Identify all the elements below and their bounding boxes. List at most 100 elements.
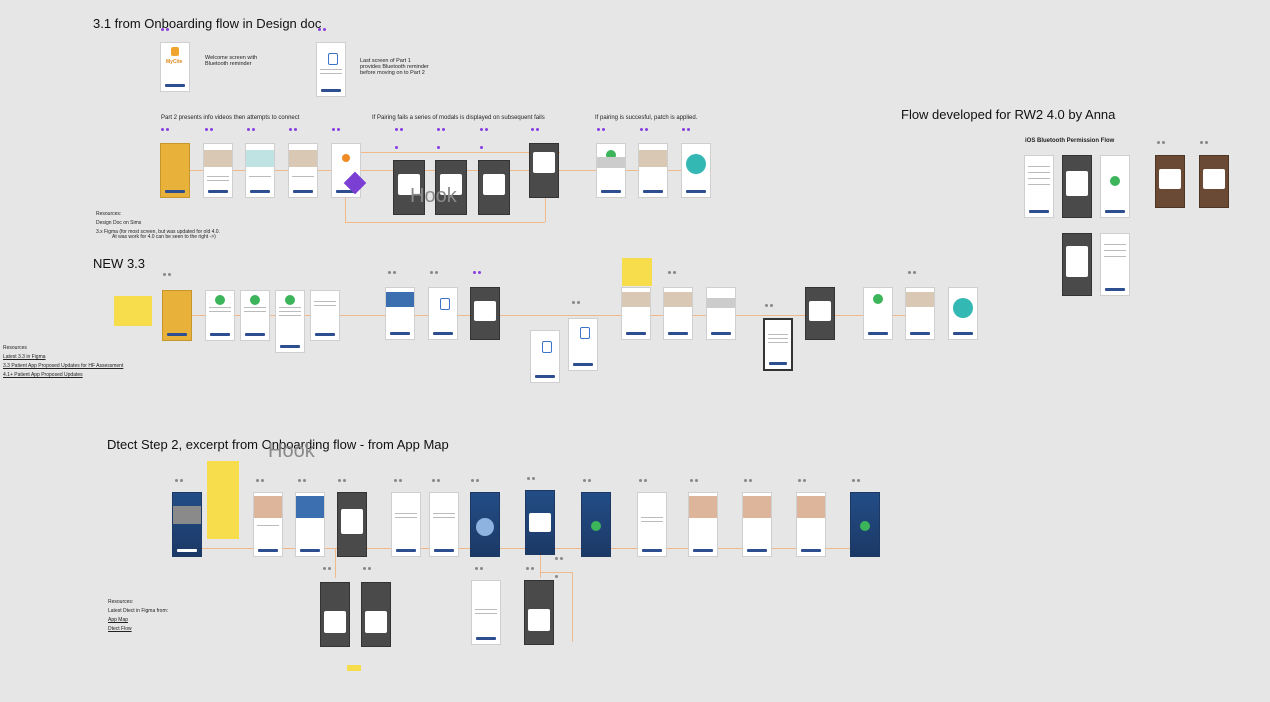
new33-permission-modal[interactable] — [470, 287, 500, 340]
frame-menu-dots[interactable] — [526, 567, 540, 571]
app-map-link[interactable]: App Map — [108, 617, 128, 623]
dtect-permission-modal[interactable] — [337, 492, 367, 557]
frame-menu-dots[interactable] — [744, 479, 758, 483]
frame-menu-dots[interactable] — [161, 128, 175, 132]
frame-menu-dots[interactable] — [527, 477, 541, 481]
new33-bluetooth-settings-screen[interactable] — [568, 318, 598, 371]
frame-menu-dots[interactable] — [690, 479, 704, 483]
dtect-flow-link[interactable]: Dtect Flow — [108, 626, 132, 632]
rw2-modal-brown-1[interactable] — [1155, 155, 1185, 208]
frame-menu-dots[interactable] — [205, 128, 219, 132]
new33-fail-modal[interactable] — [805, 287, 835, 340]
new33-apply-patch-screen[interactable] — [905, 287, 935, 340]
sticky-note[interactable] — [114, 296, 152, 326]
dtect-pairing-screen[interactable] — [391, 492, 421, 557]
dtect-apply-screen-3[interactable] — [742, 492, 772, 557]
sticky-note[interactable] — [622, 258, 652, 286]
figma-link[interactable]: 3.3 Patient App Proposed Updates for HF … — [3, 363, 123, 369]
frame-menu-dots[interactable] — [289, 128, 303, 132]
new33-pairing-success-screen[interactable] — [706, 287, 736, 340]
rw2-bluetooth-off-modal[interactable] — [1062, 233, 1092, 296]
new33-step-screen-3[interactable] — [275, 290, 305, 353]
dtect-connected-screen[interactable] — [581, 492, 611, 557]
dtect-searching-screen[interactable] — [525, 490, 555, 555]
dtect-apply-screen-4[interactable] — [796, 492, 826, 557]
welcome-screen-frame[interactable]: MyCite — [160, 42, 190, 92]
frame-menu-dots[interactable] — [437, 128, 451, 132]
figma-link[interactable]: 4.1+ Patient App Proposed Updates — [3, 372, 83, 378]
frame-menu-dots[interactable] — [640, 128, 654, 132]
dtect-connecting-screen[interactable] — [470, 492, 500, 557]
frame-menu-dots[interactable] — [852, 479, 866, 483]
frame-menu-dots[interactable] — [161, 28, 175, 32]
sticky-note[interactable] — [347, 665, 361, 671]
frame-menu-dots[interactable] — [395, 128, 409, 132]
apply-patch-screen-1[interactable] — [638, 143, 668, 198]
frame-menu-dots[interactable] — [1157, 141, 1171, 145]
rw2-settings-screen[interactable] — [1024, 155, 1054, 218]
frame-menu-dots[interactable] — [531, 128, 545, 132]
frame-menu-dots[interactable] — [908, 271, 922, 275]
new33-intro-screen[interactable] — [162, 290, 192, 341]
rw2-settings-list[interactable] — [1100, 233, 1130, 296]
frame-menu-dots[interactable] — [430, 271, 444, 275]
frame-menu-dots[interactable] — [394, 479, 408, 483]
rw2-modal-brown-2[interactable] — [1199, 155, 1229, 208]
frame-menu-dots[interactable] — [597, 128, 611, 132]
dtect-apply-screen-1[interactable] — [637, 492, 667, 557]
new33-final-screen[interactable] — [948, 287, 978, 340]
apply-patch-screen-2[interactable] — [681, 143, 711, 198]
frame-menu-dots[interactable] — [583, 479, 597, 483]
dtect-error-modal-2[interactable] — [361, 582, 391, 647]
new33-video-screen-2[interactable] — [621, 287, 651, 340]
new33-bluetooth-off-screen[interactable] — [530, 330, 560, 383]
dtect-error-modal-1[interactable] — [320, 582, 350, 647]
dtect-complete-screen[interactable] — [850, 492, 880, 557]
frame-menu-dots[interactable] — [175, 479, 189, 483]
dtect-intro-screen[interactable] — [172, 492, 202, 557]
frame-menu-dots[interactable] — [555, 557, 569, 561]
dtect-apply-screen-2[interactable] — [688, 492, 718, 557]
frame-menu-dots[interactable] — [247, 128, 261, 132]
dtect-fail-modal[interactable] — [524, 580, 554, 645]
frame-menu-dots[interactable] — [432, 479, 446, 483]
frame-menu-dots[interactable] — [798, 479, 812, 483]
new33-error-screen[interactable] — [763, 318, 793, 371]
new33-step-screen-4[interactable] — [310, 290, 340, 341]
pairing-fail-modal-3[interactable] — [478, 160, 510, 215]
dtect-skin-screen[interactable] — [253, 492, 283, 557]
info-video-screen-2[interactable] — [245, 143, 275, 198]
frame-menu-dots[interactable] — [471, 479, 485, 483]
frame-menu-dots[interactable] — [332, 128, 346, 132]
frame-menu-dots[interactable] — [363, 567, 377, 571]
info-video-intro-screen[interactable] — [160, 143, 190, 198]
frame-menu-dots[interactable] — [668, 271, 682, 275]
new33-success-screen[interactable] — [863, 287, 893, 340]
info-video-screen-1[interactable] — [203, 143, 233, 198]
frame-menu-dots[interactable] — [256, 479, 270, 483]
frame-menu-dots[interactable] — [318, 28, 332, 32]
pairing-success-screen[interactable] — [596, 143, 626, 198]
new33-step-screen-2[interactable] — [240, 290, 270, 341]
frame-menu-dots[interactable] — [388, 271, 402, 275]
rw2-permission-modal[interactable] — [1062, 155, 1092, 218]
frame-menu-dots[interactable] — [163, 273, 177, 277]
frame-menu-dots[interactable] — [572, 301, 586, 305]
dtect-retry-screen[interactable] — [471, 580, 501, 645]
frame-menu-dots[interactable] — [639, 479, 653, 483]
dtect-bluetooth-screen[interactable] — [295, 492, 325, 557]
frame-menu-dots[interactable] — [473, 271, 487, 275]
new33-video-screen[interactable] — [385, 287, 415, 340]
frame-menu-dots[interactable] — [765, 304, 779, 308]
figma-link[interactable]: Latest 3.3 in Figma — [3, 354, 46, 360]
pairing-fail-final-modal[interactable] — [529, 143, 559, 198]
sticky-note[interactable] — [207, 461, 239, 539]
info-video-screen-3[interactable] — [288, 143, 318, 198]
frame-menu-dots[interactable] — [682, 128, 696, 132]
dtect-connect-screen[interactable] — [429, 492, 459, 557]
frame-menu-dots[interactable] — [480, 128, 494, 132]
bluetooth-reminder-screen[interactable] — [316, 42, 346, 97]
frame-menu-dots[interactable] — [298, 479, 312, 483]
frame-menu-dots[interactable] — [475, 567, 489, 571]
frame-menu-dots[interactable] — [1200, 141, 1214, 145]
